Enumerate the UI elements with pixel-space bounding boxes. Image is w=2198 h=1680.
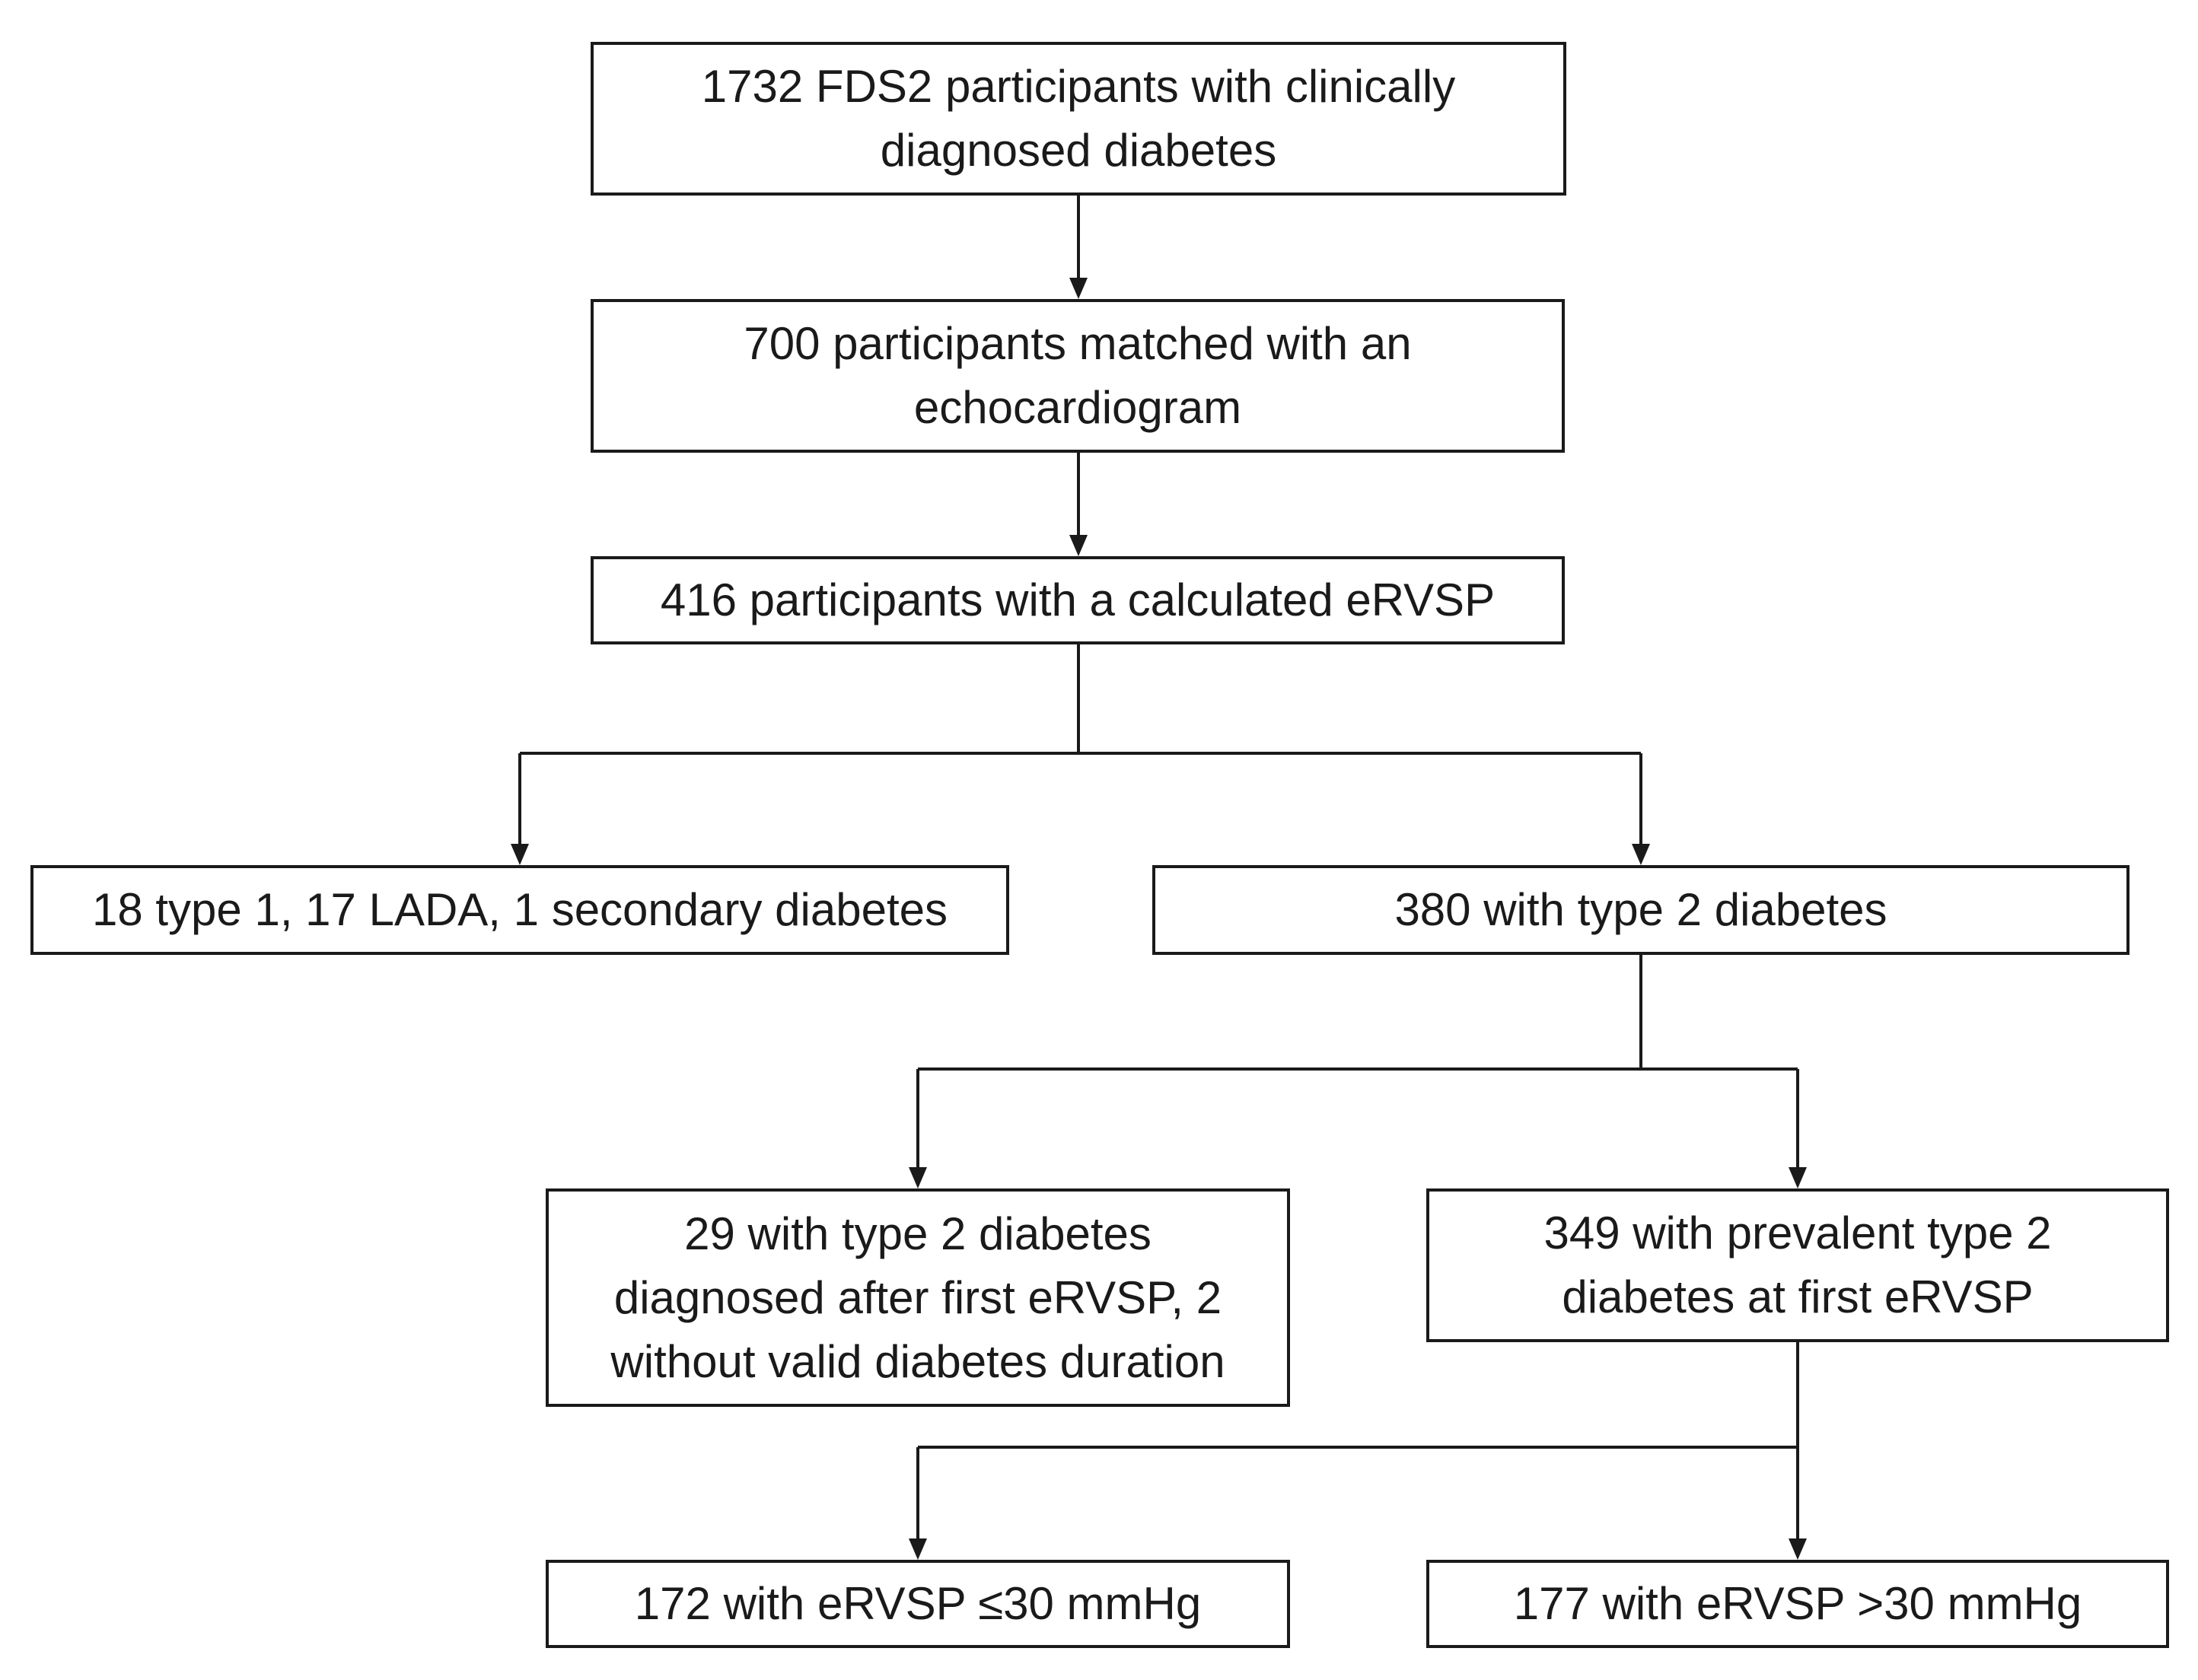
arrowhead-low <box>909 1538 927 1560</box>
arrowhead-prevalent <box>1789 1167 1807 1188</box>
box-total-participants: 1732 FDS2 participants with clinically d… <box>591 42 1566 196</box>
box-calculated-ervsp: 416 participants with a calculated eRVSP <box>591 556 1565 644</box>
arrowhead-high <box>1789 1538 1807 1560</box>
box-prevalent-type2: 349 with prevalent type 2 diabetes at fi… <box>1426 1188 2169 1342</box>
arrowhead-excluded <box>511 844 529 865</box>
arrowhead-ervsp <box>1069 535 1088 556</box>
box-ervsp-low: 172 with eRVSP ≤30 mmHg <box>546 1560 1290 1648</box>
box-echocardiogram-matched: 700 participants matched with an echocar… <box>591 299 1565 453</box>
box-ervsp-high: 177 with eRVSP >30 mmHg <box>1426 1560 2169 1648</box>
arrowhead-type2 <box>1632 844 1650 865</box>
box-other-diabetes-types: 18 type 1, 17 LADA, 1 secondary diabetes <box>30 865 1009 955</box>
box-diagnosed-after-ervsp: 29 with type 2 diabetes diagnosed after … <box>546 1188 1290 1407</box>
arrowhead-echo <box>1069 278 1088 299</box>
arrowhead-after <box>909 1167 927 1188</box>
box-type2-diabetes: 380 with type 2 diabetes <box>1152 865 2130 955</box>
